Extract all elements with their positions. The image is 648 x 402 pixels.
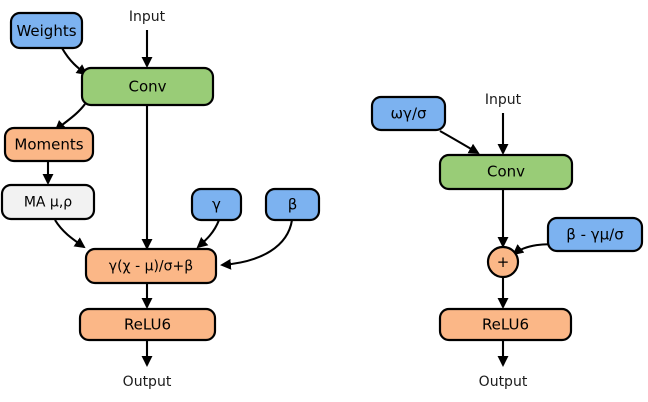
node-moving-average-label: MA μ,ρ bbox=[24, 195, 72, 211]
node-beta-label: β bbox=[288, 196, 298, 214]
left-input-label: Input bbox=[129, 9, 166, 25]
node-add[interactable]: + bbox=[486, 245, 520, 279]
node-folded-scale[interactable]: ωγ/σ bbox=[370, 95, 447, 132]
left-output-label: Output bbox=[123, 374, 172, 390]
right-input-label: Input bbox=[485, 92, 522, 108]
node-add-label: + bbox=[497, 253, 510, 271]
node-batchnorm-formula-label: γ(χ - μ)/σ+β bbox=[109, 259, 193, 275]
node-moments[interactable]: Moments bbox=[3, 126, 95, 163]
node-folded-scale-label: ωγ/σ bbox=[391, 105, 427, 123]
edge-beta-to-bnorm bbox=[220, 219, 294, 270]
node-left-conv[interactable]: Conv bbox=[80, 66, 215, 107]
edge-scale-to-conv bbox=[439, 130, 480, 154]
node-left-relu6[interactable]: ReLU6 bbox=[78, 307, 217, 342]
node-right-conv-label: Conv bbox=[487, 163, 525, 181]
node-gamma-label: γ bbox=[212, 196, 221, 214]
node-left-relu6-label: ReLU6 bbox=[124, 316, 171, 334]
node-right-relu6[interactable]: ReLU6 bbox=[438, 307, 573, 342]
node-batchnorm-formula[interactable]: γ(χ - μ)/σ+β bbox=[84, 247, 218, 285]
node-weights-label: Weights bbox=[16, 22, 76, 40]
node-left-conv-label: Conv bbox=[128, 78, 166, 96]
edge-ma-to-bnorm bbox=[54, 219, 86, 249]
node-beta[interactable]: β bbox=[264, 187, 321, 222]
node-moving-average[interactable]: MA μ,ρ bbox=[0, 183, 96, 221]
node-gamma[interactable]: γ bbox=[190, 187, 243, 222]
edge-conv-to-moments bbox=[54, 103, 86, 132]
node-weights[interactable]: Weights bbox=[9, 11, 84, 50]
edge-weights-to-conv bbox=[61, 47, 88, 76]
node-folded-bias[interactable]: β - γμ/σ bbox=[546, 216, 644, 253]
node-right-conv[interactable]: Conv bbox=[438, 153, 574, 191]
edge-gamma-to-bnorm bbox=[196, 219, 220, 249]
node-moments-label: Moments bbox=[14, 136, 83, 154]
right-output-label: Output bbox=[479, 374, 528, 390]
node-folded-bias-label: β - γμ/σ bbox=[566, 226, 624, 244]
node-right-relu6-label: ReLU6 bbox=[482, 316, 529, 334]
